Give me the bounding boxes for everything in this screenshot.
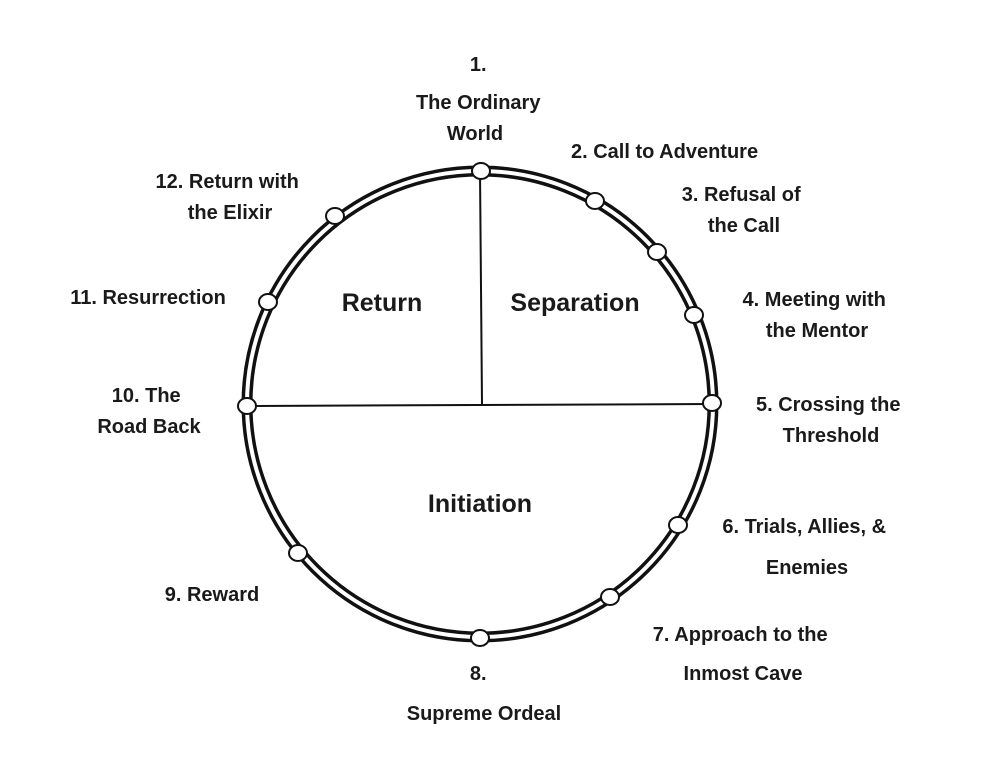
stage-7-marker	[600, 588, 620, 606]
stage-1-marker	[471, 162, 491, 180]
stage-5-marker	[702, 394, 722, 412]
stage-4-marker	[684, 306, 704, 324]
stage-3-marker	[647, 243, 667, 261]
section-label-separation: Separation	[510, 289, 639, 317]
stage-markers	[237, 162, 722, 647]
stage-5-label: 5. Crossing the Threshold	[756, 394, 906, 447]
stage-2-label: 2. Call to Adventure	[571, 141, 758, 163]
stage-9-marker	[288, 544, 308, 562]
stage-11-label: 11. Resurrection	[70, 287, 226, 309]
stage-3-label: 3. Refusal of the Call	[682, 184, 806, 237]
vertical-divider	[479, 170, 483, 406]
stage-6-label: 6. Trials, Allies, & Enemies	[722, 516, 891, 579]
stage-1-label: 1. The Ordinary World	[416, 54, 546, 145]
stage-9-label: 9. Reward	[165, 584, 259, 606]
stage-labels: 1. The Ordinary World 2. Call to Adventu…	[70, 54, 906, 725]
stage-10-marker	[237, 397, 257, 415]
stage-12-marker	[325, 207, 345, 225]
stage-2-marker	[585, 192, 605, 210]
stage-12-label: 12. Return with the Elixir	[156, 171, 305, 224]
stage-8-label: 8. Supreme Ordeal	[407, 663, 562, 725]
stage-7-label: 7. Approach to the Inmost Cave	[653, 624, 833, 685]
section-label-initiation: Initiation	[428, 490, 532, 518]
stage-6-marker	[668, 516, 688, 534]
section-label-return: Return	[342, 289, 423, 317]
stage-10-label: 10. The Road Back	[97, 385, 201, 438]
stage-11-marker	[258, 293, 278, 311]
horizontal-divider	[246, 403, 714, 407]
stage-4-label: 4. Meeting with the Mentor	[743, 289, 892, 342]
stage-8-marker	[470, 629, 490, 647]
